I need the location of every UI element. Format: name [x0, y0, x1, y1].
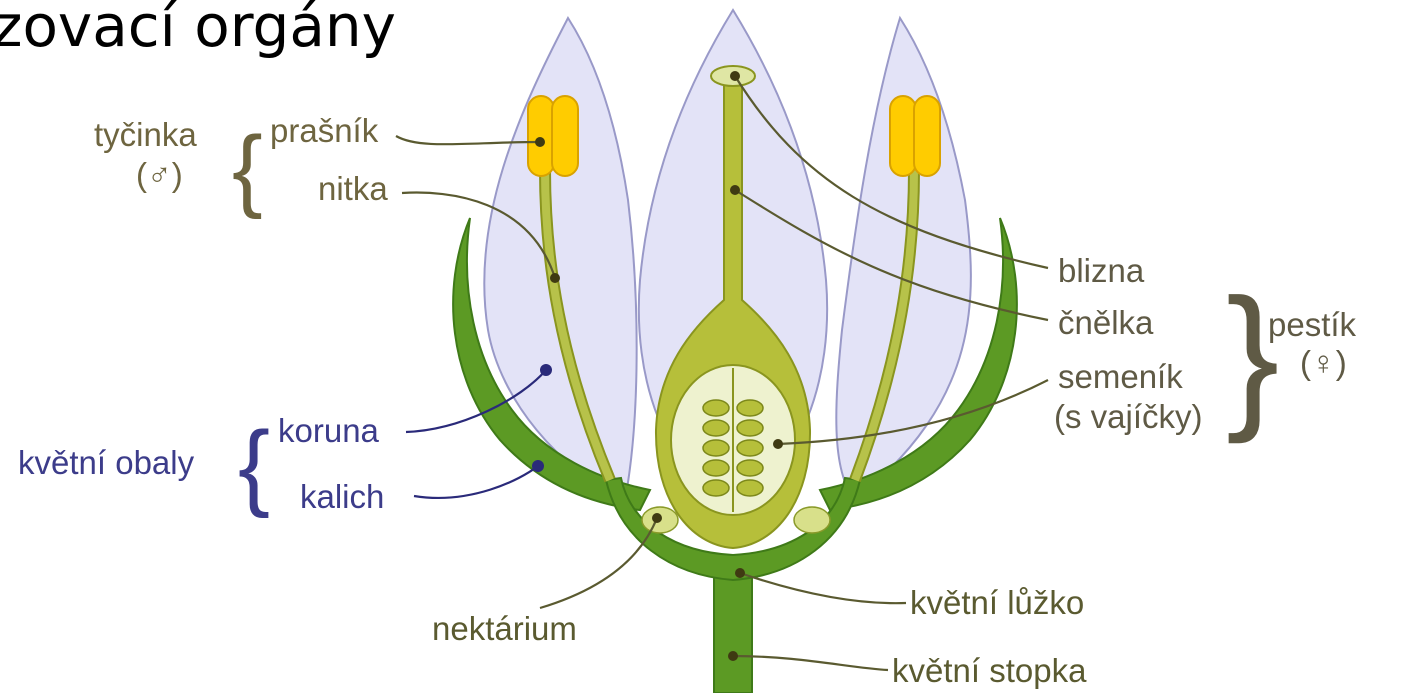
dot-kalich: [532, 460, 544, 472]
anther-right-a: [890, 96, 916, 176]
ovule: [737, 420, 763, 436]
dot-nektarium: [652, 513, 662, 523]
label-kvetni-lozko: květní lůžko: [910, 584, 1084, 621]
label-koruna: koruna: [278, 412, 380, 449]
ovule: [703, 440, 729, 456]
label-female-symbol: (♀): [1300, 344, 1347, 381]
ovule: [737, 460, 763, 476]
dot-cnelka: [730, 185, 740, 195]
brace-stamen: {: [232, 118, 263, 220]
anther-left-b: [552, 96, 578, 176]
leader-kalich: [414, 466, 538, 498]
nectary-right: [794, 507, 830, 533]
label-male-symbol: (♂): [136, 156, 183, 193]
ovule: [703, 400, 729, 416]
dot-stopka: [728, 651, 738, 661]
label-nektarium: nektárium: [432, 610, 577, 647]
brace-perianth: {: [238, 412, 270, 519]
label-prasnik: prašník: [270, 112, 379, 149]
label-blizna: blizna: [1058, 252, 1145, 289]
page-heading: zovací orgány: [0, 0, 396, 60]
stamen-labels: tyčinka (♂) { prašník nitka: [94, 112, 388, 220]
dot-lozko: [735, 568, 745, 578]
label-semenik: semeník: [1058, 358, 1183, 395]
label-tycinka: tyčinka: [94, 116, 197, 153]
bottom-labels: nektárium květní lůžko květní stopka: [432, 584, 1087, 689]
label-kvetni-obaly: květní obaly: [18, 444, 195, 481]
dot-prasnik: [535, 137, 545, 147]
ovule: [703, 480, 729, 496]
label-s-vajicky: (s vajíčky): [1054, 398, 1203, 435]
dot-nitka: [550, 273, 560, 283]
label-kvetni-stopka: květní stopka: [892, 652, 1087, 689]
label-kalich: kalich: [300, 478, 384, 515]
label-pestik: pestík: [1268, 306, 1357, 343]
ovule: [703, 420, 729, 436]
ovule: [737, 440, 763, 456]
dot-koruna: [540, 364, 552, 376]
pistil-labels: blizna čnělka semeník (s vajíčky) } pest…: [1054, 252, 1357, 444]
ovule: [703, 460, 729, 476]
leader-lozko: [740, 573, 906, 603]
ovule: [737, 400, 763, 416]
anther-right-b: [914, 96, 940, 176]
dot-semenik: [773, 439, 783, 449]
label-nitka: nitka: [318, 170, 388, 207]
label-cnelka: čnělka: [1058, 304, 1154, 341]
leader-stopka: [733, 656, 888, 670]
ovule: [737, 480, 763, 496]
anther-left-a: [528, 96, 554, 176]
perianth-labels: květní obaly { koruna kalich: [18, 412, 384, 519]
brace-pistil: }: [1226, 265, 1279, 444]
dot-blizna: [730, 71, 740, 81]
